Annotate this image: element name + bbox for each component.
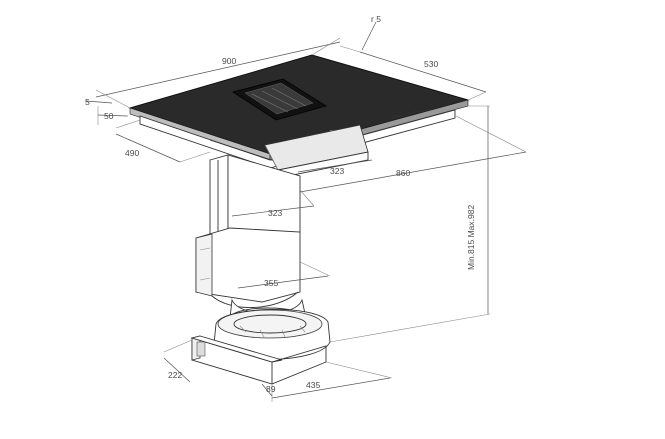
dim-height-range: Min.815 Max.982 <box>466 205 476 270</box>
fan-top-ring <box>217 309 323 339</box>
cooktop <box>128 54 470 161</box>
dim-duct-width-lower: 323 <box>268 208 282 218</box>
fan-housing <box>213 309 331 360</box>
dim-duct-width-upper: 323 <box>330 166 344 176</box>
dimension-labels: 900 530 r 5 5 50 490 860 323 323 355 435… <box>85 14 476 394</box>
dim-fan-width: 435 <box>306 380 320 390</box>
dim-outlet-offset: 89 <box>266 384 276 394</box>
dim-side-height: 50 <box>104 111 114 121</box>
dim-outlet-height: 222 <box>168 370 182 380</box>
dim-cutout-width: 860 <box>396 168 410 178</box>
dim-depth: 530 <box>424 59 438 69</box>
dim-cutout-depth: 490 <box>125 148 139 158</box>
vent-grille-inner <box>244 82 314 115</box>
dimension-lines <box>85 21 527 402</box>
transition-box <box>195 227 301 308</box>
vertical-duct <box>209 154 301 239</box>
dim-flange-width: 355 <box>264 278 278 288</box>
dim-radius: r 5 <box>371 14 381 24</box>
outlet-opening <box>196 341 206 357</box>
dim-width: 900 <box>222 56 236 66</box>
dim-glass-thickness: 5 <box>85 97 90 107</box>
